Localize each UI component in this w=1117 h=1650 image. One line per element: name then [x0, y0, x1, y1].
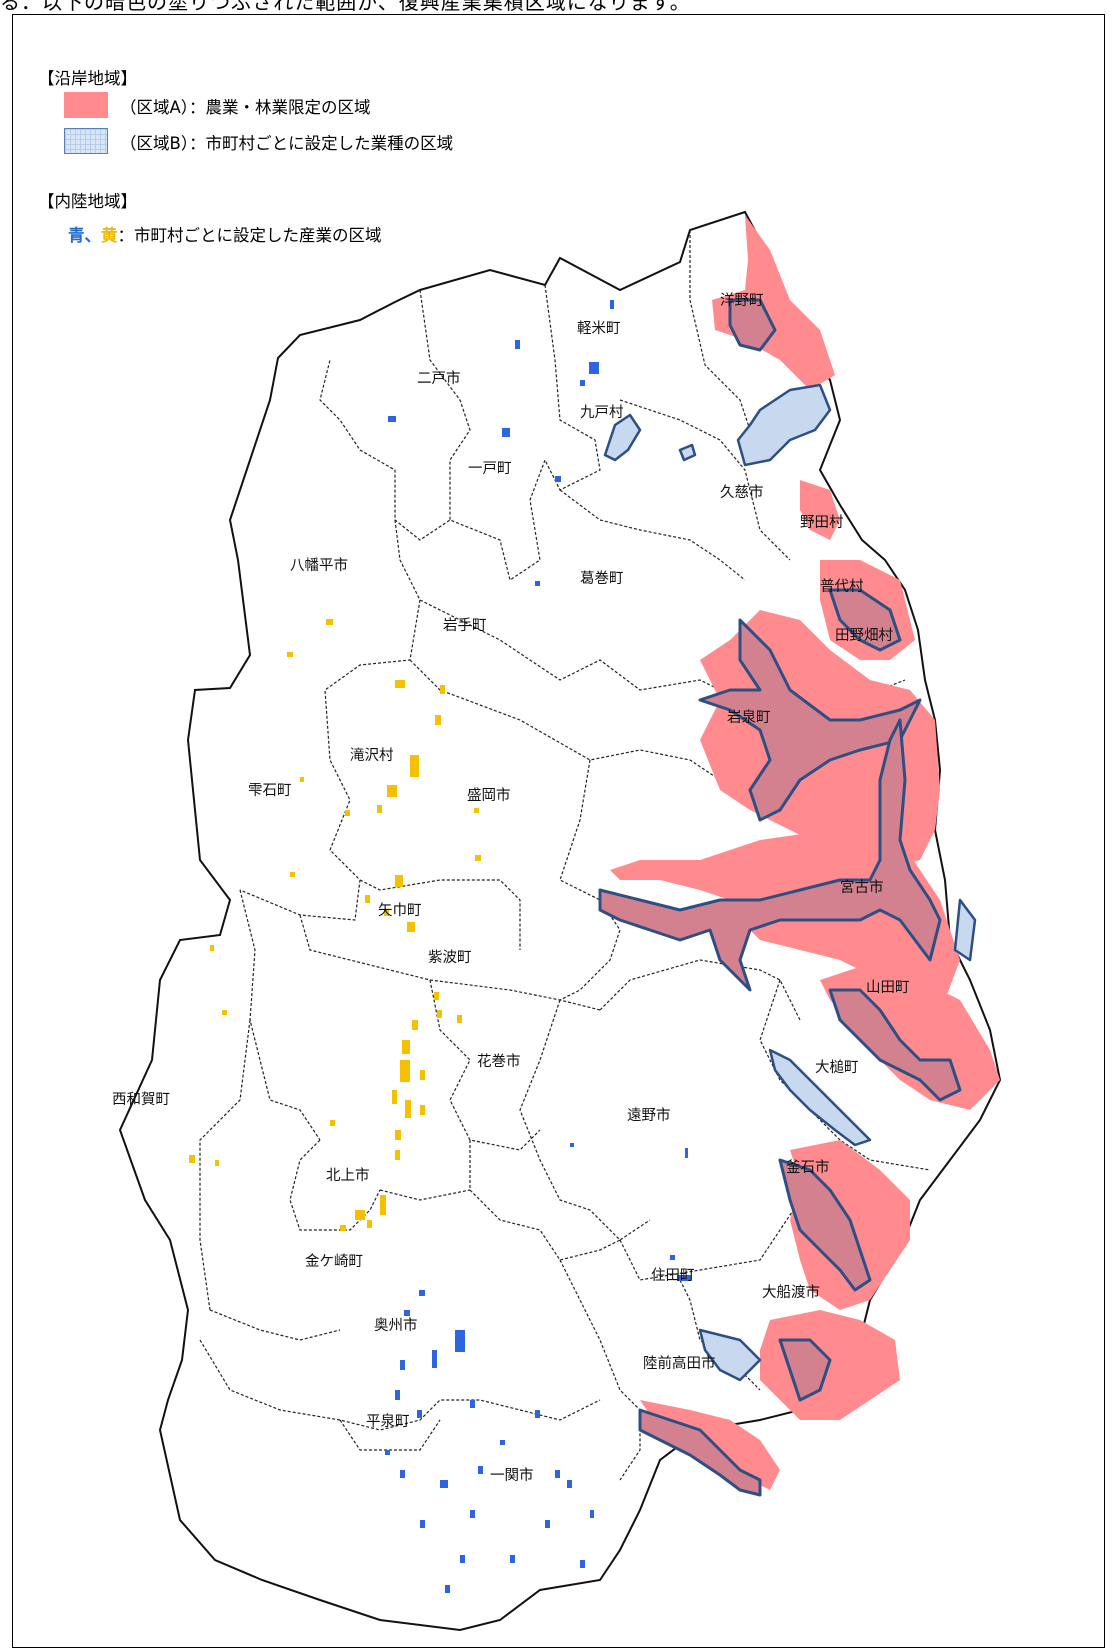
label-tono: 遠野市: [627, 1107, 671, 1124]
zone-a-swatch: [64, 92, 108, 118]
legend-inland-row: 青、黄：市町村ごとに設定した産業の区域: [68, 222, 382, 246]
label-hanamaki: 花巻市: [477, 1053, 521, 1070]
zone-a-b-overlap: [598, 298, 962, 1497]
legend-zone-b-label: （区域B）：市町村ごとに設定した業種の区域: [120, 134, 454, 153]
label-karumai: 軽米町: [577, 320, 621, 337]
map-frame: [12, 14, 1105, 1648]
label-miyako: 宮古市: [840, 879, 884, 896]
label-kuzumaki: 葛巻町: [580, 570, 624, 587]
label-sumita: 住田町: [651, 1267, 695, 1284]
zone-b-swatch: [64, 128, 108, 154]
label-yamada: 山田町: [866, 979, 910, 996]
municipality-labels: 洋野町 軽米町 二戸市 九戸村 一戸町 久慈市 野田村 八幡平市 葛巻町 普代村…: [112, 292, 910, 1484]
legend-inland-header: 【内陸地域】: [38, 192, 137, 211]
label-ichinoseki: 一関市: [490, 1467, 534, 1484]
legend-zone-a-label: （区域A）：農業・林業限定の区域: [120, 98, 371, 117]
label-takizawa: 滝沢村: [350, 747, 394, 764]
label-shiwa: 紫波町: [428, 949, 472, 966]
legend-blue-word: 青: [68, 226, 85, 245]
label-ninohe: 二戸市: [417, 370, 461, 387]
label-noda: 野田村: [800, 514, 844, 531]
label-kunohe: 九戸村: [580, 404, 624, 421]
label-ichinohe: 一戸町: [468, 461, 512, 477]
prefecture-outline: [118, 210, 1002, 1632]
label-tanohata: 田野畑村: [835, 627, 893, 644]
legend-yellow-word: 黄: [101, 226, 118, 245]
label-hiraizumi: 平泉町: [366, 1413, 410, 1430]
label-kamaishi: 釜石市: [786, 1159, 830, 1176]
label-oshu: 奥州市: [374, 1317, 418, 1334]
label-iwaizumi: 岩泉町: [727, 709, 771, 726]
label-morioka: 盛岡市: [467, 787, 511, 804]
legend-coastal-header: 【沿岸地域】: [38, 69, 137, 88]
label-yono: 洋野町: [720, 292, 764, 309]
inland-yellow-patches: [189, 619, 481, 1231]
label-rikuzentakata: 陸前高田市: [643, 1355, 716, 1372]
legend-sep: 、: [84, 226, 102, 245]
label-shizukuishi: 雫石町: [248, 783, 292, 799]
label-yahaba: 矢巾町: [378, 902, 422, 919]
label-kuji: 久慈市: [720, 484, 764, 501]
figure-caption: る．以下の暗色の塗りつぶされた範囲が、復興産業集積区域になります。: [0, 0, 691, 14]
label-fudai: 普代村: [820, 578, 864, 595]
label-nishiwaga: 西和賀町: [112, 1091, 170, 1108]
inland-blue-patches: [385, 300, 691, 1593]
label-hachimantai: 八幡平市: [290, 557, 348, 574]
label-ofunato: 大船渡市: [762, 1284, 820, 1301]
zone-b-areas: [603, 383, 977, 1382]
legend-inland-label: ：市町村ごとに設定した産業の区域: [117, 226, 382, 245]
label-otsuchi: 大槌町: [815, 1059, 859, 1076]
label-iwate: 岩手町: [443, 617, 487, 634]
label-kanegasaki: 金ケ崎町: [305, 1253, 363, 1270]
label-kitakami: 北上市: [326, 1167, 370, 1184]
